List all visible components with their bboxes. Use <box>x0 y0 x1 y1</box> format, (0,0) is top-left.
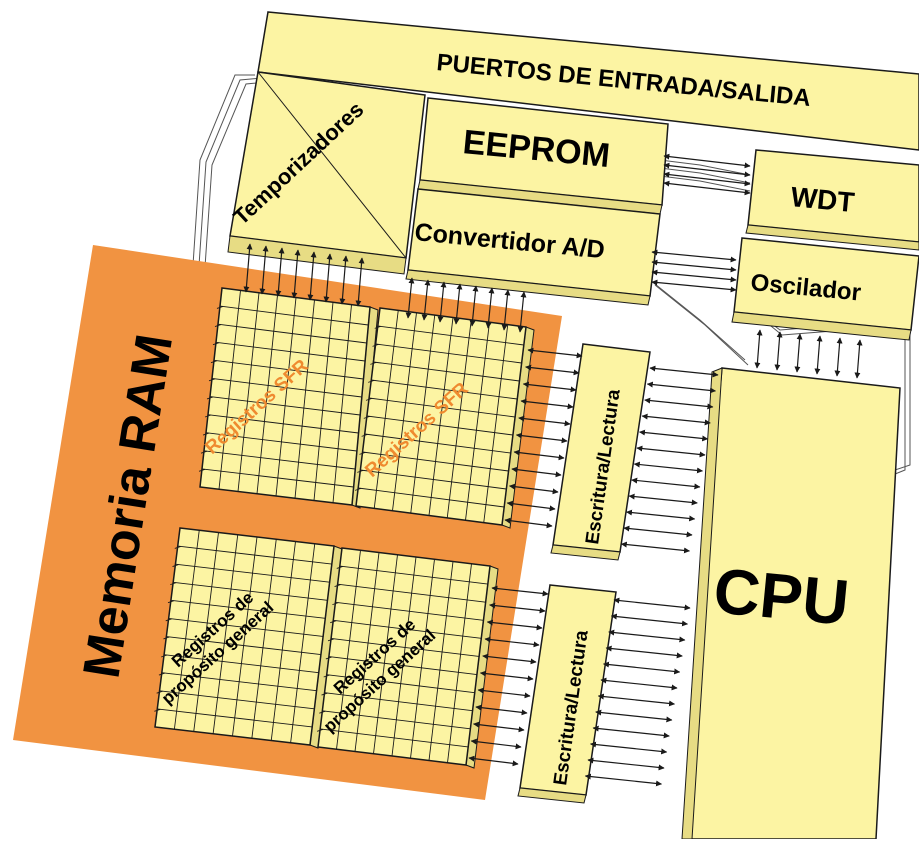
bidirectional-arrow-icon <box>291 249 301 299</box>
bidirectional-arrow-icon <box>633 461 703 474</box>
bidirectional-arrow-icon <box>520 398 574 410</box>
bidirectional-arrow-icon <box>590 741 668 755</box>
bidirectional-arrow-icon <box>491 585 549 597</box>
bidirectional-arrow-icon <box>470 738 522 750</box>
bidirectional-arrow-icon <box>259 245 269 295</box>
bidirectional-arrow-icon <box>628 493 698 506</box>
bidirectional-arrow-icon <box>486 619 543 631</box>
bidirectional-arrow-icon <box>421 279 431 321</box>
gp-grid-left <box>154 527 343 749</box>
bidirectional-arrow-icon <box>501 289 511 331</box>
bidirectional-arrow-icon <box>518 415 571 427</box>
bidirectional-arrow-icon <box>794 333 803 373</box>
oscilador-block: Oscilador <box>731 237 919 341</box>
cpu-label: CPU <box>711 554 852 639</box>
bidirectional-arrow-icon <box>639 429 709 442</box>
bidirectional-arrow-icon <box>339 255 349 305</box>
bidirectional-arrow-icon <box>477 687 531 699</box>
bidirectional-arrow-icon <box>275 247 285 297</box>
bidirectional-arrow-icon <box>504 517 553 529</box>
bidirectional-arrow-icon <box>774 331 783 371</box>
bidirectional-arrow-icon <box>473 721 525 733</box>
bidirectional-arrow-icon <box>584 773 662 787</box>
bidirectional-arrow-icon <box>513 449 565 461</box>
wdt-label: WDT <box>789 181 855 218</box>
bidirectional-arrow-icon <box>475 704 528 716</box>
bidirectional-arrow-icon <box>597 693 675 707</box>
bidirectional-arrow-icon <box>437 281 447 323</box>
bidirectional-arrow-icon <box>623 525 693 538</box>
gp-grid-right <box>316 547 499 769</box>
bidirectional-arrow-icon <box>511 466 562 478</box>
bidirectional-arrow-icon <box>613 597 691 611</box>
bidirectional-arrow-icon <box>644 397 714 410</box>
bidirectional-arrow-icon <box>405 277 415 319</box>
bidirectional-arrow-icon <box>515 432 568 444</box>
bidirectional-arrow-icon <box>603 661 681 675</box>
bidirectional-arrow-icon <box>307 251 317 301</box>
bidirectional-arrow-icon <box>355 257 365 307</box>
bidirectional-arrow-icon <box>663 180 751 196</box>
bidirectional-arrow-icon <box>620 541 690 554</box>
bidirectional-arrow-icon <box>517 291 527 333</box>
bidirectional-arrow-icon <box>522 381 577 393</box>
bidirectional-arrow-icon <box>854 339 863 379</box>
bidirectional-arrow-icon <box>636 445 706 458</box>
puertos-block: PUERTOS DE ENTRADA/SALIDA <box>257 11 919 151</box>
escritura-lectura-upper-block: Escritura/Lectura <box>550 343 651 561</box>
bidirectional-arrow-icon <box>631 477 701 490</box>
bidirectional-arrow-icon <box>469 285 479 327</box>
bidirectional-arrow-icon <box>754 329 763 369</box>
bidirectional-arrow-icon <box>243 243 253 293</box>
bidirectional-arrow-icon <box>506 500 556 512</box>
bidirectional-arrow-icon <box>651 269 737 283</box>
bidirectional-arrow-icon <box>663 153 751 169</box>
sfr-grid-left <box>198 287 379 509</box>
eeprom-block: EEPROM <box>417 97 669 215</box>
temporizadores-block: Temporizadores <box>227 71 426 275</box>
bidirectional-arrow-icon <box>485 287 495 329</box>
bidirectional-arrow-icon <box>814 335 823 375</box>
bidirectional-arrow-icon <box>605 645 683 659</box>
bidirectional-arrow-icon <box>592 725 670 739</box>
bidirectional-arrow-icon <box>646 381 716 394</box>
bidirectional-arrow-icon <box>527 347 583 359</box>
bidirectional-arrow-icon <box>651 259 737 273</box>
bidirectional-arrow-icon <box>610 613 688 627</box>
convertidor-block: Convertidor A/D <box>405 188 661 306</box>
cpu-block: CPU <box>681 367 901 840</box>
bidirectional-arrow-icon <box>595 709 673 723</box>
bidirectional-arrow-icon <box>641 413 711 426</box>
bidirectional-arrow-icon <box>484 636 540 648</box>
bidirectional-arrow-icon <box>587 757 665 771</box>
bidirectional-arrow-icon <box>608 629 686 643</box>
bidirectional-arrow-icon <box>453 283 463 325</box>
bidirectional-arrow-icon <box>479 670 534 682</box>
bidirectional-arrow-icon <box>651 249 737 263</box>
bidirectional-arrow-icon <box>509 483 559 495</box>
bidirectional-arrow-icon <box>525 364 580 376</box>
bidirectional-arrow-icon <box>489 602 546 614</box>
sfr-grid-right <box>354 307 535 529</box>
bidirectional-arrow-icon <box>482 653 537 665</box>
bidirectional-arrow-icon <box>468 755 519 767</box>
bidirectional-arrow-icon <box>323 253 333 303</box>
bidirectional-arrow-icon <box>626 509 696 522</box>
escritura-lectura-lower-block: Escritura/Lectura <box>517 584 617 804</box>
bidirectional-arrow-icon <box>651 279 737 293</box>
bidirectional-arrow-icon <box>834 337 843 377</box>
bidirectional-arrow-icon <box>600 677 678 691</box>
wdt-block: WDT <box>745 149 919 251</box>
bidirectional-arrow-icon <box>649 365 719 378</box>
